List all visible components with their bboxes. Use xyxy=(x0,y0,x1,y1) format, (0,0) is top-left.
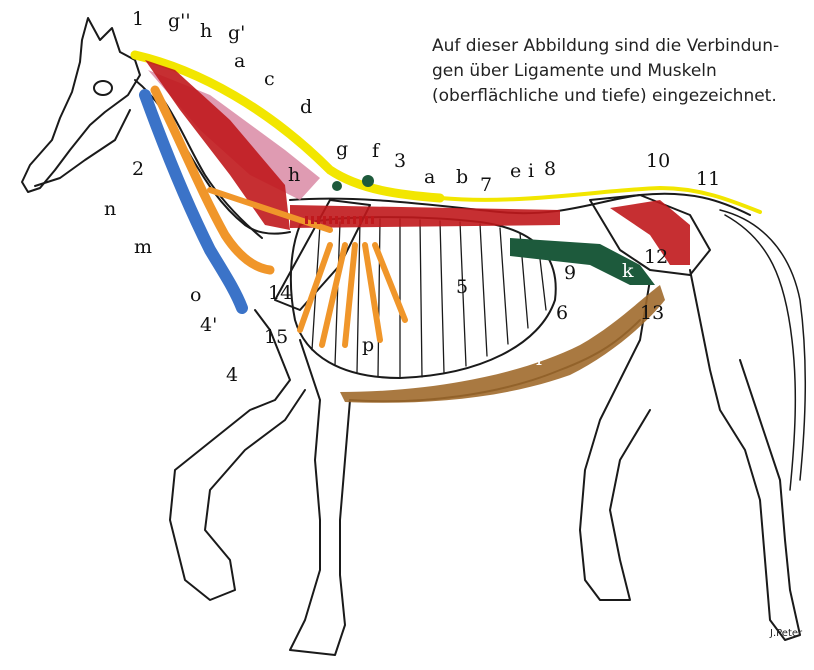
jaw-outline xyxy=(35,110,130,186)
green-node-g xyxy=(332,181,342,191)
label-l: l xyxy=(536,350,542,369)
caption-line-1: Auf dieser Abbildung sind die Verbindun- xyxy=(432,34,804,59)
front-leg-raised xyxy=(170,310,305,600)
label-g: g xyxy=(336,140,348,159)
tail xyxy=(720,210,805,490)
label-n: n xyxy=(104,200,116,219)
label-7: 7 xyxy=(480,176,492,195)
caption-line-3: (oberflächliche und tiefe) eingezeichnet… xyxy=(432,84,804,109)
label-6: 6 xyxy=(556,304,568,323)
label-11: 11 xyxy=(696,170,720,189)
label-13: 13 xyxy=(640,304,664,323)
label-14: 14 xyxy=(268,284,292,303)
label-4: 4 xyxy=(226,366,238,385)
label-9: 9 xyxy=(564,264,576,283)
label-e: e xyxy=(510,162,521,181)
label-5: 5 xyxy=(456,278,468,297)
green-node-f xyxy=(362,175,374,187)
label-a-top: a xyxy=(234,52,245,71)
label-12: 12 xyxy=(644,248,668,267)
eye-socket xyxy=(94,81,112,95)
skull-outline xyxy=(22,18,140,192)
label-g-double-prime: g'' xyxy=(168,12,191,31)
figure-caption: Auf dieser Abbildung sind die Verbindun-… xyxy=(432,34,804,109)
label-f: f xyxy=(372,142,379,161)
front-leg-support xyxy=(290,340,350,655)
caption-line-2: gen über Ligamente und Muskeln xyxy=(432,59,804,84)
label-c: c xyxy=(264,70,275,89)
label-o: o xyxy=(190,286,201,305)
label-8: 8 xyxy=(544,160,556,179)
label-4-prime: 4' xyxy=(200,316,217,335)
label-b: b xyxy=(456,168,468,187)
label-15: 15 xyxy=(264,328,288,347)
label-k: k xyxy=(622,262,634,281)
label-2: 2 xyxy=(132,160,144,179)
label-3: 3 xyxy=(394,152,406,171)
label-h-top: h xyxy=(200,22,212,41)
label-p: p xyxy=(362,336,374,355)
hind-leg-rear xyxy=(690,270,800,640)
label-g-prime: g' xyxy=(228,24,245,43)
label-h-mid: h xyxy=(288,166,300,185)
label-d: d xyxy=(300,98,312,117)
label-m: m xyxy=(134,238,152,257)
label-i: i xyxy=(528,162,534,181)
artist-signature: J.Peter xyxy=(770,628,802,639)
label-1: 1 xyxy=(132,10,144,29)
label-a-back: a xyxy=(424,168,435,187)
label-10: 10 xyxy=(646,152,670,171)
brown-abdominal xyxy=(340,285,665,403)
